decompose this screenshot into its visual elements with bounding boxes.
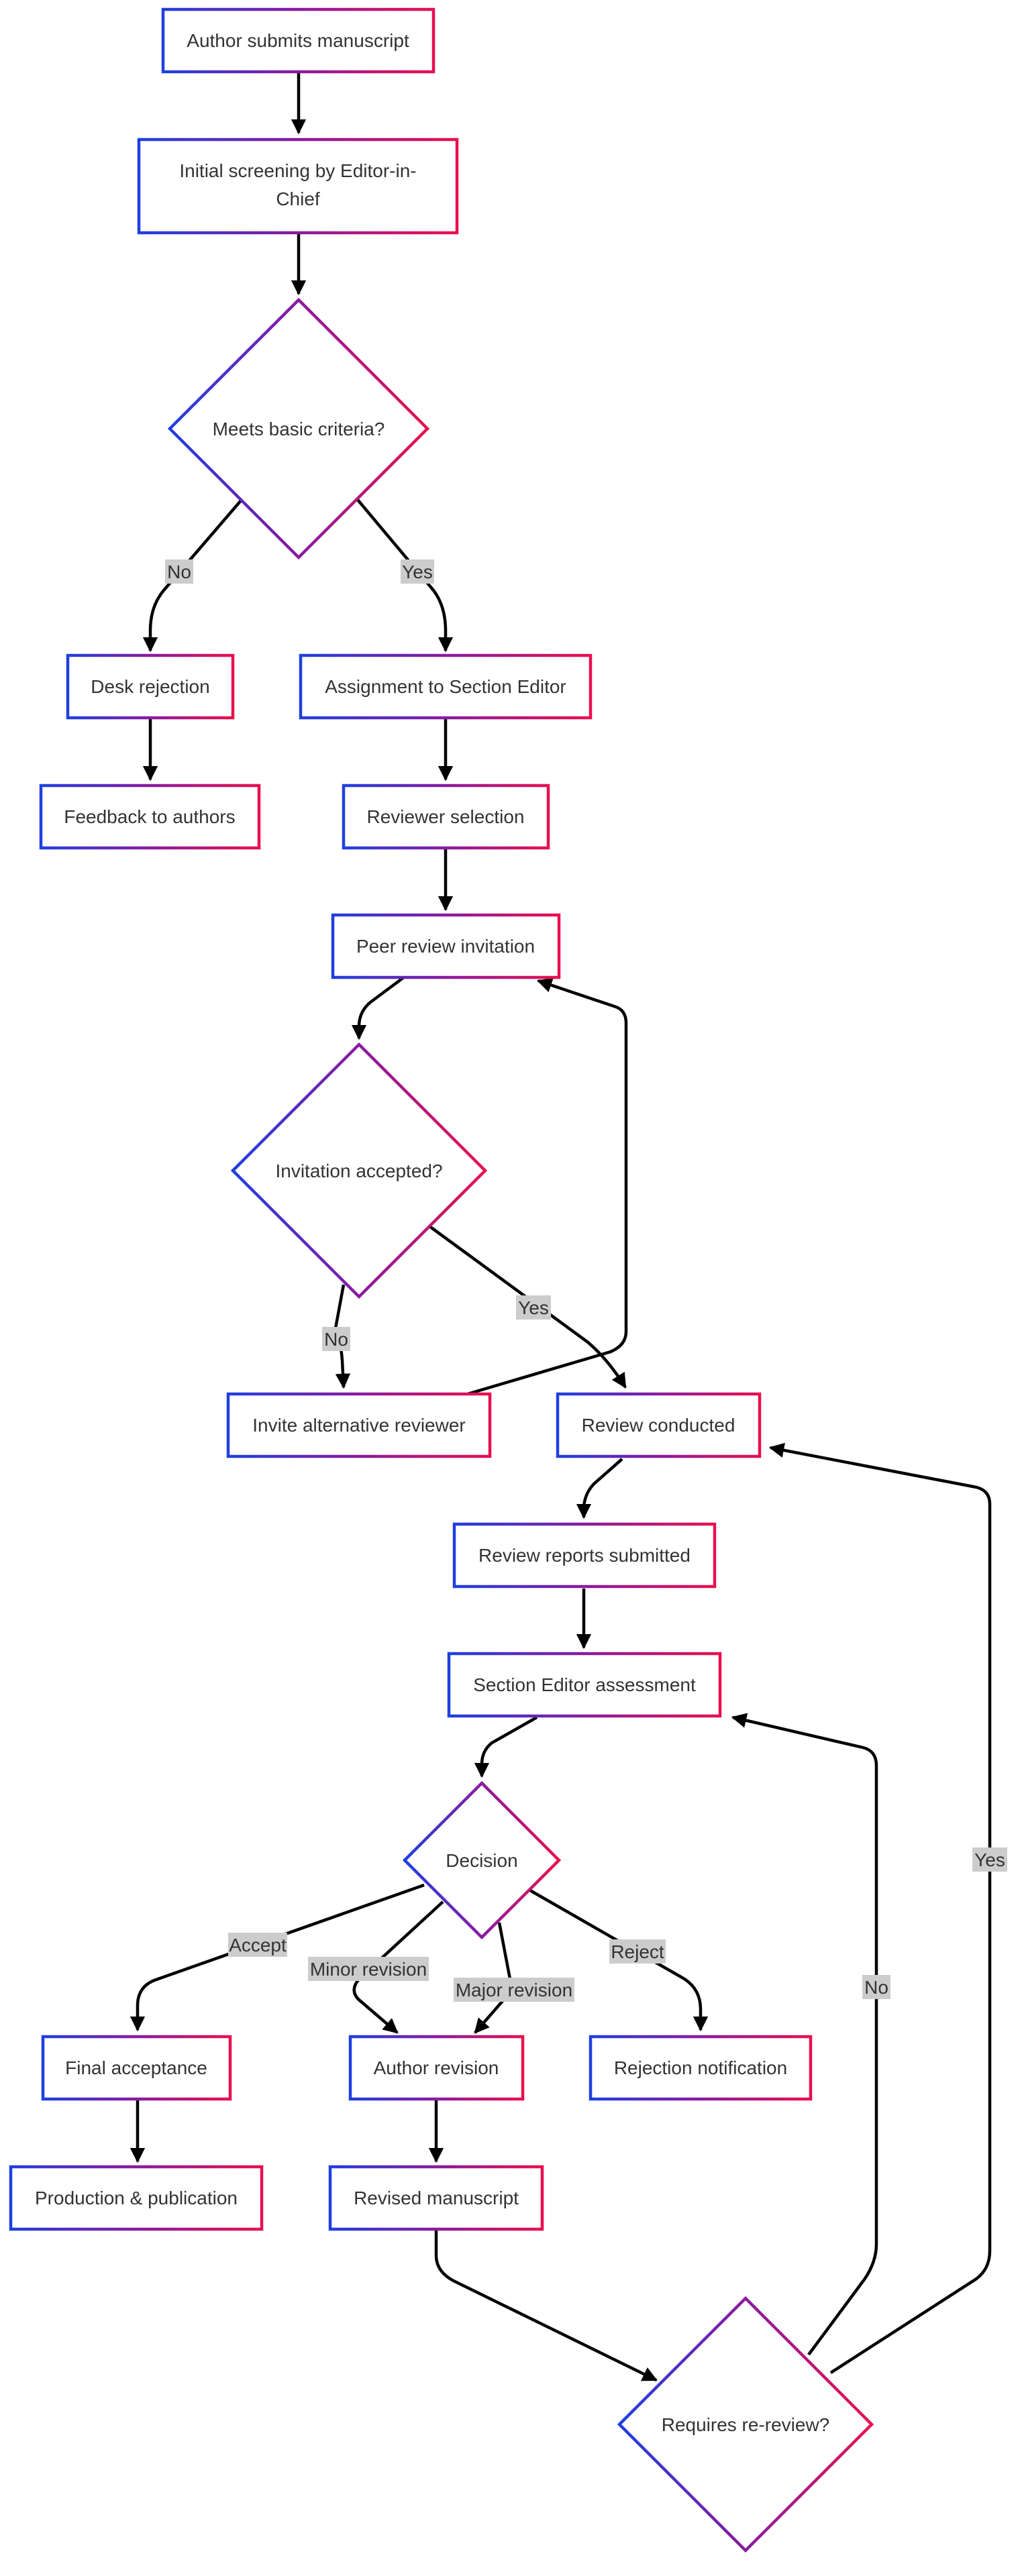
svg-text:Initial screening by Editor-in: Initial screening by Editor-in- bbox=[179, 160, 416, 181]
svg-text:Feedback to authors: Feedback to authors bbox=[64, 806, 235, 827]
edge-label-accept: Accept bbox=[228, 1933, 287, 1957]
edge-label-criteria-yes: Yes bbox=[401, 559, 434, 584]
svg-text:No: No bbox=[324, 1329, 348, 1350]
node-revised-manuscript: Revised manuscript bbox=[328, 2165, 544, 2231]
node-rejection-notification: Rejection notification bbox=[589, 2035, 813, 2101]
edge-criteria-no bbox=[142, 498, 243, 653]
svg-text:Section Editor assessment: Section Editor assessment bbox=[473, 1674, 696, 1695]
svg-text:Minor revision: Minor revision bbox=[310, 1959, 427, 1980]
svg-text:Invite alternative reviewer: Invite alternative reviewer bbox=[252, 1415, 465, 1436]
svg-text:Review reports submitted: Review reports submitted bbox=[478, 1545, 691, 1566]
svg-text:Yes: Yes bbox=[518, 1297, 549, 1318]
node-reviewer-selection: Reviewer selection bbox=[342, 784, 550, 850]
svg-text:Yes: Yes bbox=[402, 561, 433, 582]
edges bbox=[130, 69, 992, 2382]
edge-label-accepted-no: No bbox=[322, 1327, 350, 1351]
edge-decision-reject bbox=[529, 1889, 709, 2032]
svg-text:Assignment to Section Editor: Assignment to Section Editor bbox=[325, 676, 566, 697]
svg-text:Accept: Accept bbox=[229, 1935, 287, 1955]
node-section-editor-assessment: Section Editor assessment bbox=[447, 1652, 722, 1718]
svg-text:Final acceptance: Final acceptance bbox=[65, 2057, 207, 2078]
svg-text:Invitation accepted?: Invitation accepted? bbox=[275, 1161, 442, 1181]
svg-text:Chief: Chief bbox=[276, 189, 320, 209]
node-invitation-accepted: Invitation accepted? bbox=[230, 1042, 488, 1299]
node-review-conducted: Review conducted bbox=[556, 1392, 762, 1458]
edge-rereview-no bbox=[731, 1713, 878, 2356]
nodes: Author submits manuscript Initial screen… bbox=[9, 7, 874, 2553]
svg-text:Yes: Yes bbox=[974, 1849, 1005, 1870]
node-initial-screening: Initial screening by Editor-in- Chief bbox=[137, 138, 459, 235]
node-assignment-section-editor: Assignment to Section Editor bbox=[299, 653, 593, 720]
node-author-submits: Author submits manuscript bbox=[161, 7, 436, 74]
edge-label-minor: Minor revision bbox=[308, 1957, 429, 1981]
edge-criteria-yes bbox=[356, 498, 454, 653]
svg-text:Production & publication: Production & publication bbox=[35, 2188, 238, 2208]
svg-text:Review conducted: Review conducted bbox=[582, 1415, 735, 1436]
svg-text:Author revision: Author revision bbox=[374, 2057, 499, 2078]
node-final-acceptance: Final acceptance bbox=[41, 2035, 232, 2101]
node-feedback-to-authors: Feedback to authors bbox=[39, 784, 261, 850]
node-requires-rereview: Requires re-review? bbox=[617, 2296, 874, 2553]
edge-decision-accept bbox=[130, 1883, 425, 2032]
node-peer-review-invitation: Peer review invitation bbox=[331, 913, 561, 979]
edge-review-to-reports bbox=[576, 1458, 623, 1519]
edge-label-reject: Reject bbox=[609, 1939, 666, 1964]
node-production-publication: Production & publication bbox=[9, 2165, 264, 2231]
node-author-revision: Author revision bbox=[348, 2035, 525, 2101]
svg-text:Reject: Reject bbox=[611, 1941, 664, 1962]
edge-label-criteria-no: No bbox=[165, 559, 193, 584]
edge-alternative-to-invitation bbox=[462, 977, 628, 1397]
svg-text:Peer review invitation: Peer review invitation bbox=[356, 936, 535, 957]
edge-label-accepted-yes: Yes bbox=[516, 1295, 551, 1320]
svg-text:Decision: Decision bbox=[446, 1850, 517, 1871]
edge-label-rereview-yes: Yes bbox=[972, 1847, 1007, 1872]
node-desk-rejection: Desk rejection bbox=[66, 653, 235, 720]
node-review-reports: Review reports submitted bbox=[452, 1522, 717, 1589]
svg-text:Rejection notification: Rejection notification bbox=[614, 2057, 787, 2078]
edge-invitation-to-accepted bbox=[351, 975, 406, 1040]
edge-label-major: Major revision bbox=[454, 1978, 574, 2002]
svg-text:Author submits manuscript: Author submits manuscript bbox=[187, 30, 409, 51]
edge-revised-to-rereview bbox=[434, 2229, 658, 2382]
svg-text:No: No bbox=[167, 561, 191, 582]
node-invite-alternative: Invite alternative reviewer bbox=[226, 1392, 492, 1458]
edge-labels: No Yes No Yes Accept Minor revision Majo… bbox=[165, 559, 1007, 2002]
svg-text:No: No bbox=[864, 1977, 888, 1998]
edge-label-rereview-no: No bbox=[862, 1975, 890, 1999]
edge-rereview-yes bbox=[768, 1442, 992, 2374]
node-decision: Decision bbox=[402, 1780, 562, 1940]
svg-text:Major revision: Major revision bbox=[456, 1980, 572, 2000]
svg-text:Meets basic criteria?: Meets basic criteria? bbox=[213, 419, 385, 439]
edge-accepted-yes bbox=[428, 1225, 627, 1389]
svg-text:Reviewer selection: Reviewer selection bbox=[367, 806, 525, 827]
svg-text:Desk rejection: Desk rejection bbox=[91, 676, 209, 697]
svg-text:Requires re-review?: Requires re-review? bbox=[662, 2414, 830, 2435]
svg-text:Revised manuscript: Revised manuscript bbox=[354, 2188, 519, 2208]
edge-assessment-to-decision bbox=[474, 1716, 538, 1778]
node-meets-criteria: Meets basic criteria? bbox=[167, 297, 430, 560]
